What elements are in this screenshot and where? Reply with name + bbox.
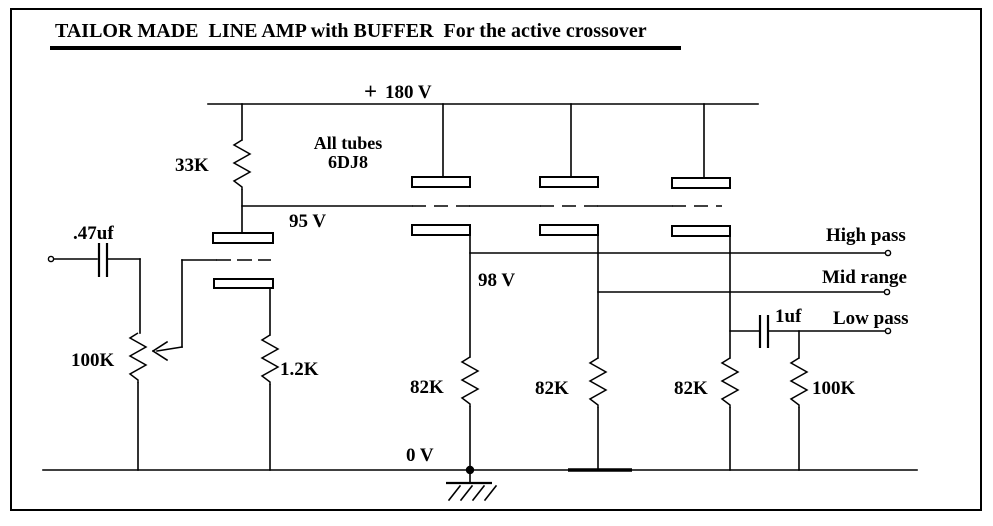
output-high-pass: High pass: [469, 225, 906, 257]
anode-plate-symbol: [212, 232, 274, 244]
title-block: TAILOR MADE LINE AMP with BUFFER For the…: [50, 20, 681, 50]
pot-wiper-arrow-icon: [151, 340, 169, 353]
low-load-resistor-label: 82K: [674, 378, 708, 399]
low-pass-terminal: [884, 327, 892, 335]
earth-hatch-icon: [447, 484, 462, 502]
high-pass-label: High pass: [826, 225, 906, 246]
input-capacitor-label: .47uf: [73, 223, 114, 244]
plate-resistor-label: 33K: [175, 155, 209, 176]
cathode-resistor-1p2k: 1.2K: [261, 287, 319, 471]
grid-bus-95v: 95 V: [241, 205, 722, 232]
triode-v2: 82K 98 V: [410, 176, 515, 471]
input-terminal: [47, 255, 55, 263]
rail-plus-sign: +: [364, 79, 377, 104]
ground-rail: 0 V: [42, 445, 918, 502]
mid-range-terminal: [883, 288, 891, 296]
cathode-symbol: [671, 225, 731, 237]
page-border: [10, 8, 982, 511]
triode-v1: [181, 232, 274, 289]
output-mid-range: Mid range: [597, 267, 907, 296]
cathode-resistor-label: 1.2K: [280, 359, 319, 380]
tube-note-line2: 6DJ8: [328, 152, 368, 172]
title-underline: [50, 46, 681, 50]
output-capacitor-label: 1uf: [775, 306, 802, 327]
rail-voltage-label: 180 V: [385, 82, 432, 103]
high-load-resistor-label: 82K: [410, 377, 444, 398]
output-resistor-label: 100K: [812, 378, 856, 399]
high-pass-terminal: [884, 249, 892, 257]
cathode-symbol: [213, 278, 274, 289]
pot-wiper-wire: [156, 346, 183, 352]
anode-plate-symbol: [539, 176, 599, 188]
pot-wiper-arrow-icon: [151, 349, 169, 362]
volume-pot-100k: 100K: [71, 258, 183, 471]
triode-v4: 82K: [671, 177, 739, 471]
mid-range-label: Mid range: [822, 267, 907, 288]
cathode-symbol: [539, 224, 599, 236]
output-low-pass: 1uf Low pass 100K: [729, 306, 909, 471]
page-title: TAILOR MADE LINE AMP with BUFFER For the…: [55, 20, 647, 42]
cathode-symbol: [411, 224, 471, 236]
anode-plate-symbol: [411, 176, 471, 188]
power-rail: + 180 V: [207, 79, 759, 180]
plate-node-voltage-label: 95 V: [289, 211, 326, 232]
ground-voltage-label: 0 V: [406, 445, 434, 466]
input-stage: .47uf: [47, 223, 141, 277]
earth-hatch-icon: [471, 484, 486, 502]
earth-hatch-icon: [459, 484, 474, 502]
triode-v3: 82K: [535, 176, 607, 471]
mid-load-resistor-label: 82K: [535, 378, 569, 399]
earth-hatch-icon: [483, 484, 498, 502]
plate-resistor-33k: 33K: [175, 103, 251, 234]
volume-pot-label: 100K: [71, 350, 115, 371]
low-pass-label: Low pass: [833, 308, 909, 329]
cathode-node-voltage-label: 98 V: [478, 270, 515, 291]
tube-note: All tubes 6DJ8: [314, 133, 383, 172]
tube-note-line1: All tubes: [314, 133, 383, 153]
anode-plate-symbol: [671, 177, 731, 189]
